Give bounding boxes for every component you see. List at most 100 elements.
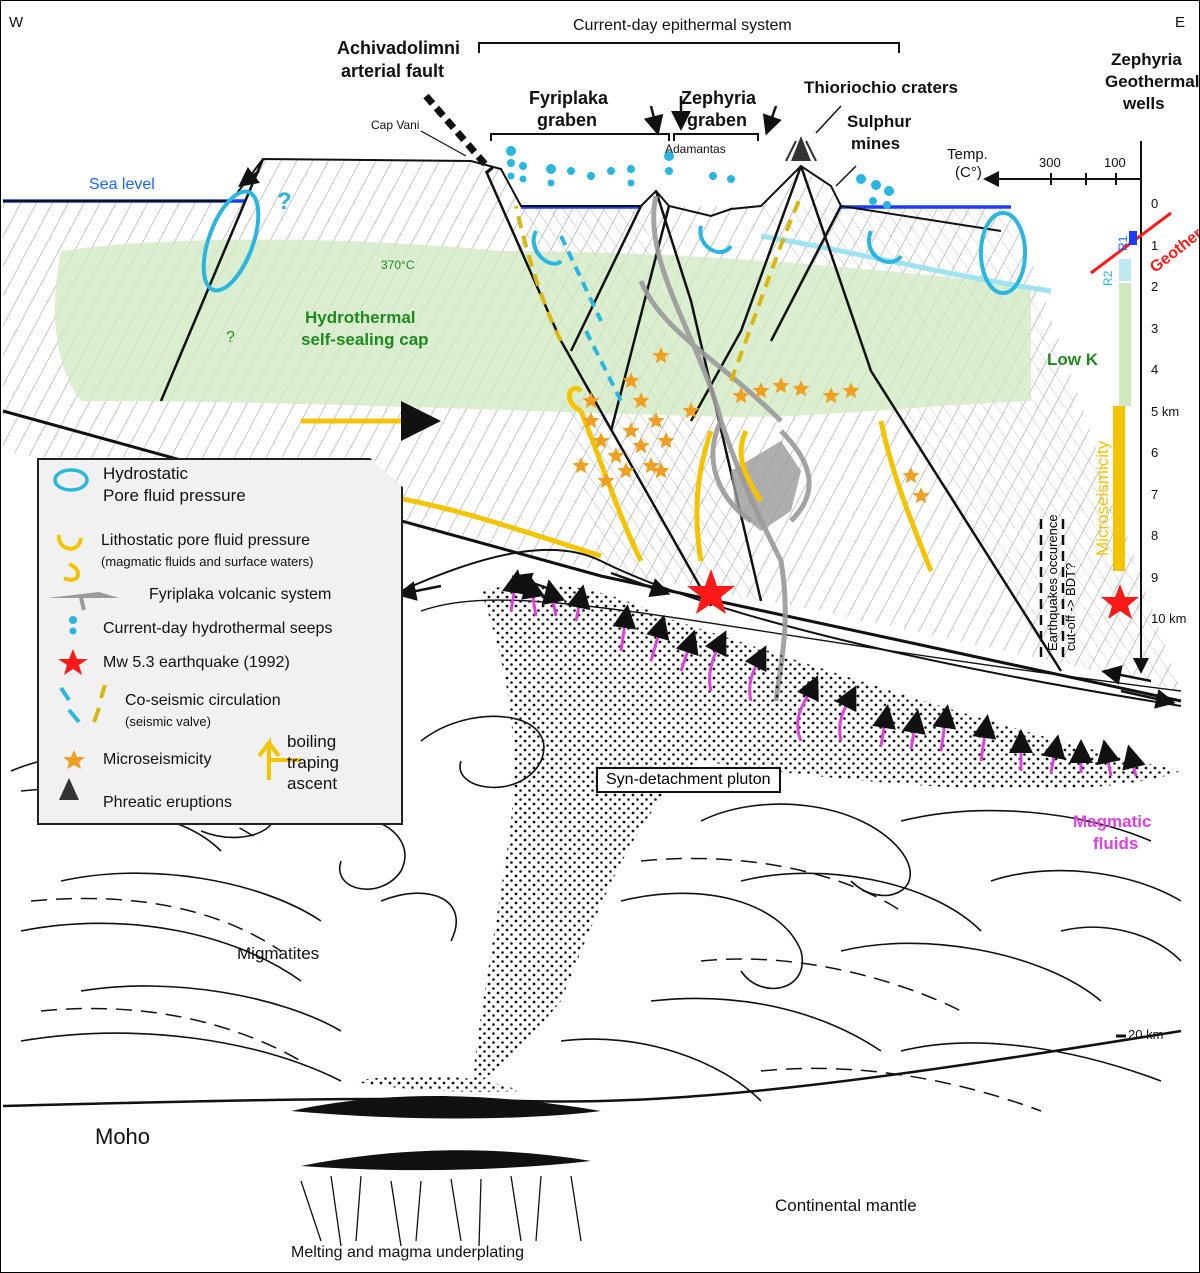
legend-box: Hydrostatic Pore fluid pressure Lithosta…: [37, 458, 403, 825]
microseismicity-bar: [1113, 406, 1125, 571]
arterial-fault-trace: [423, 93, 494, 174]
hydrothermal-seeps: [506, 146, 894, 209]
shallow-aquifer: [760, 233, 1052, 294]
r2-label: R2: [1101, 270, 1115, 286]
zephyria-label-line1: Zephyria: [681, 88, 757, 108]
microseismicity-star: [607, 447, 625, 464]
temp-tick-100: 100: [1104, 155, 1126, 170]
depth-label-7: 7: [1151, 486, 1159, 502]
legend-symbols: [47, 468, 301, 800]
legend-phreatic: Phreatic eruptions: [103, 794, 232, 811]
depth-label-1: 1: [1151, 237, 1159, 253]
lowk-bar: [1119, 283, 1131, 406]
r2-bar: [1119, 259, 1131, 281]
microseismicity-star: [842, 382, 860, 399]
hydrothermal-cap: [55, 239, 1032, 418]
microseismicity-star: [652, 462, 670, 479]
legend-earthquake: Mw 5.3 earthquake (1992): [103, 654, 290, 671]
legend-volcanic: Fyriplaka volcanic system: [149, 586, 332, 603]
temp-label-line1: Temp.: [947, 146, 988, 163]
microseismicity-stars: [572, 347, 930, 504]
fyriplaka-label-line1: Fyriplaka: [529, 88, 609, 108]
eq-cutoff-line2: cut-off -> BDT?: [1063, 562, 1078, 651]
microseismicity-star: [752, 382, 770, 399]
depth-label-4: 4: [1151, 362, 1159, 377]
west-label: W: [9, 14, 24, 31]
fault-label-line1: Achivadolimni: [337, 38, 461, 58]
microseismicity-star: [682, 402, 700, 419]
sulphur-label-line2: mines: [851, 134, 901, 153]
legend-coseismic-line2: (seismic valve): [125, 714, 211, 729]
microseismicity-star: [792, 380, 810, 397]
microseismicity-star: [732, 387, 750, 404]
melting-label: Melting and magma underplating: [291, 1244, 525, 1261]
microseismicity-star: [582, 392, 600, 409]
depth-label-6: 6: [1151, 445, 1159, 460]
wells-label-line2: Geothermal: [1105, 72, 1200, 91]
thioriochio-label: Thioriochio craters: [804, 78, 958, 97]
wells-label-line3: wells: [1123, 94, 1165, 113]
microseismicity-star: [592, 432, 610, 449]
crater-icon: [785, 136, 817, 162]
depth-label-10: 10 km: [1151, 611, 1187, 626]
wells-label-line1: Zephyria: [1111, 50, 1182, 69]
depth-label-9: 9: [1151, 569, 1159, 585]
earthquake-1992-star: [687, 569, 735, 614]
microseismicity-star: [582, 412, 600, 429]
microseismicity-star: [572, 457, 590, 474]
zephyria-label-line2: graben: [687, 110, 748, 130]
sulphur-label-line1: Sulphur: [847, 112, 912, 131]
microseismicity-star: [822, 387, 840, 404]
epithermal-bracket: [478, 42, 900, 141]
microseismicity-star: [657, 432, 675, 449]
epithermal-label: Current-day epithermal system: [573, 17, 792, 34]
isotherm-370-label: 370°C: [381, 258, 415, 272]
east-label: E: [1175, 14, 1186, 31]
microseismicity-star: [912, 487, 930, 504]
cap-label-line2: self-sealing cap: [301, 330, 429, 349]
question-mark-2: ?: [226, 329, 235, 346]
temp-label-line2: (C°): [955, 164, 982, 181]
legend-litho-line1: Lithostatic pore fluid pressure: [101, 532, 310, 549]
scale-20km-label: 20 km: [1128, 1027, 1164, 1042]
thioriochio-pointer: [815, 105, 842, 134]
microseismicity-star: [642, 457, 660, 474]
hydrostatic-cells: [201, 189, 1027, 295]
microseismicity-star: [632, 392, 650, 409]
legend-hydrostatic-line1: Hydrostatic: [103, 464, 189, 483]
legend-seeps: Current-day hydrothermal seeps: [103, 620, 333, 637]
pluton: [471, 584, 1181, 1091]
magmatic-label-line2: fluids: [1093, 834, 1139, 853]
scale-earthquake-star: [1101, 584, 1139, 619]
underplating: [291, 1075, 601, 1171]
legend-microseismicity: Microseismicity: [103, 751, 212, 768]
legend-traping: traping: [287, 753, 339, 772]
detachment-arrows: [238, 96, 1176, 709]
r1-label: R1: [1116, 235, 1130, 251]
eq-cutoff-line1: Earthquakes occurence: [1045, 514, 1060, 651]
cap-vani-label: Cap Vani: [371, 118, 420, 132]
microseismicity-star: [597, 472, 615, 489]
r1-bar: [1129, 231, 1137, 245]
adamantas-label: Adamantas: [665, 142, 726, 156]
depth-label-5: 5 km: [1151, 403, 1180, 419]
migmatites-label: Migmatites: [237, 944, 320, 963]
sea-level-label: Sea level: [89, 176, 155, 193]
cap-vani-pointer: [420, 130, 467, 157]
mantle-dikes: [300, 1175, 582, 1247]
microseismicity-star: [772, 377, 790, 394]
microseismicity-star: [617, 462, 635, 479]
depth-label-2: 2: [1151, 279, 1159, 294]
fault-label-line2: arterial fault: [341, 61, 445, 81]
cap-label-line1: Hydrothermal: [305, 308, 416, 327]
microseismicity-star: [902, 467, 920, 484]
magmatic-label-line1: Magmatic: [1073, 812, 1152, 831]
sulphur-pointer: [835, 165, 857, 187]
microseismicity-star: [622, 422, 640, 439]
fyriplaka-label-line2: graben: [537, 110, 598, 130]
microseismicity-star: [647, 412, 665, 429]
coseismic-blue: [559, 235, 623, 402]
bdt-dashes: [1039, 519, 1065, 661]
lithostatic-arrows: [301, 386, 934, 572]
